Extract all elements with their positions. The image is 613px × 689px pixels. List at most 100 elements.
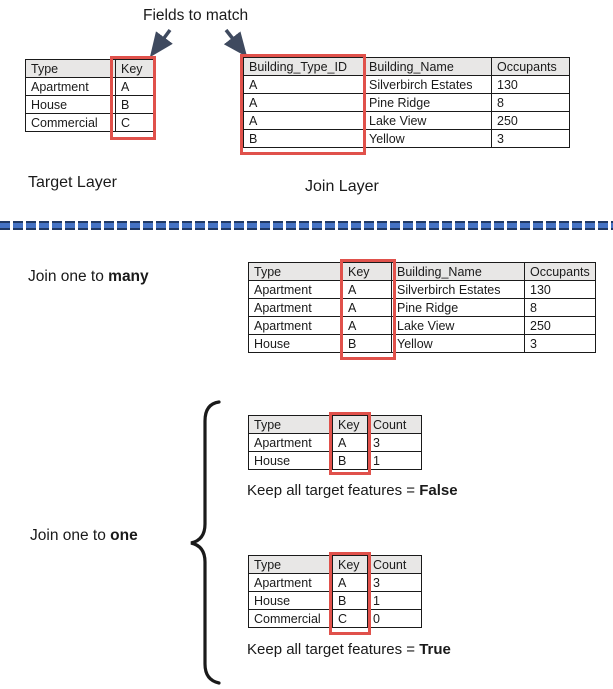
column-header: Key (332, 415, 368, 434)
keep-true-prefix: Keep all target features = (247, 641, 420, 658)
column-header: Key (115, 59, 154, 78)
table-cell: Apartment (25, 77, 116, 96)
column-header: Type (248, 262, 343, 281)
table-cell: 3 (367, 573, 422, 592)
join-one-to-many-label: Join one to many (28, 268, 149, 286)
table-cell: Yellow (391, 334, 525, 353)
arrow-to-target-key-icon (149, 28, 173, 58)
table-cell: Apartment (248, 573, 333, 592)
table-cell: A (342, 298, 392, 317)
column-header: Type (248, 415, 333, 434)
table-cell: 250 (524, 316, 596, 335)
table-cell: A (243, 93, 364, 112)
column-header: Building_Name (363, 57, 492, 76)
table-cell: 0 (367, 609, 422, 628)
join-one-to-many-bold: many (108, 268, 149, 285)
table-cell: Silverbirch Estates (363, 75, 492, 94)
table-cell: 8 (491, 93, 570, 112)
join-one-to-many-prefix: Join one to (28, 268, 109, 285)
join-layer-label: Join Layer (305, 178, 379, 195)
table-cell: 1 (367, 591, 422, 610)
brace-icon (190, 400, 221, 685)
table-cell: Apartment (248, 433, 333, 452)
table-cell: Apartment (248, 280, 343, 299)
table-cell: Pine Ridge (391, 298, 525, 317)
target-layer-label: Target Layer (28, 174, 117, 191)
table-cell: House (25, 95, 116, 114)
table-cell: B (115, 95, 154, 114)
arrow-to-join-key-icon (223, 28, 248, 58)
table-cell: A (332, 433, 368, 452)
table-cell: House (248, 451, 333, 470)
keep-false-bold: False (419, 482, 458, 499)
keep-false-prefix: Keep all target features = (247, 482, 420, 499)
join-one-to-one-label: Join one to one (30, 527, 138, 545)
table-cell: Pine Ridge (363, 93, 492, 112)
table-cell: Commercial (248, 609, 333, 628)
table-cell: A (243, 75, 364, 94)
column-header: Type (248, 555, 333, 574)
column-header: Key (342, 262, 392, 281)
table-cell: Lake View (363, 111, 492, 130)
table-cell: 8 (524, 298, 596, 317)
table-cell: 130 (491, 75, 570, 94)
fields-to-match-label: Fields to match (143, 7, 249, 24)
section-divider (0, 221, 613, 230)
column-header: Occupants (524, 262, 596, 281)
table-cell: A (115, 77, 154, 96)
column-header: Key (332, 555, 368, 574)
keep-true-caption: Keep all target features = True (247, 641, 451, 658)
column-header: Occupants (491, 57, 570, 76)
join-one-to-one-bold: one (110, 527, 138, 544)
table-cell: 130 (524, 280, 596, 299)
table-cell: 3 (491, 129, 570, 148)
table-cell: C (332, 609, 368, 628)
column-header: Count (367, 415, 422, 434)
table-cell: A (243, 111, 364, 130)
table-cell: B (332, 451, 368, 470)
table-cell: B (243, 129, 364, 148)
table-cell: A (342, 316, 392, 335)
table-cell: A (332, 573, 368, 592)
table-cell: C (115, 113, 154, 132)
table-cell: Apartment (248, 298, 343, 317)
table-cell: House (248, 334, 343, 353)
table-cell: Silverbirch Estates (391, 280, 525, 299)
table-cell: Lake View (391, 316, 525, 335)
table-cell: 1 (367, 451, 422, 470)
column-header: Type (25, 59, 116, 78)
table-cell: Yellow (363, 129, 492, 148)
table-cell: B (332, 591, 368, 610)
column-header: Building_Name (391, 262, 525, 281)
table-cell: B (342, 334, 392, 353)
